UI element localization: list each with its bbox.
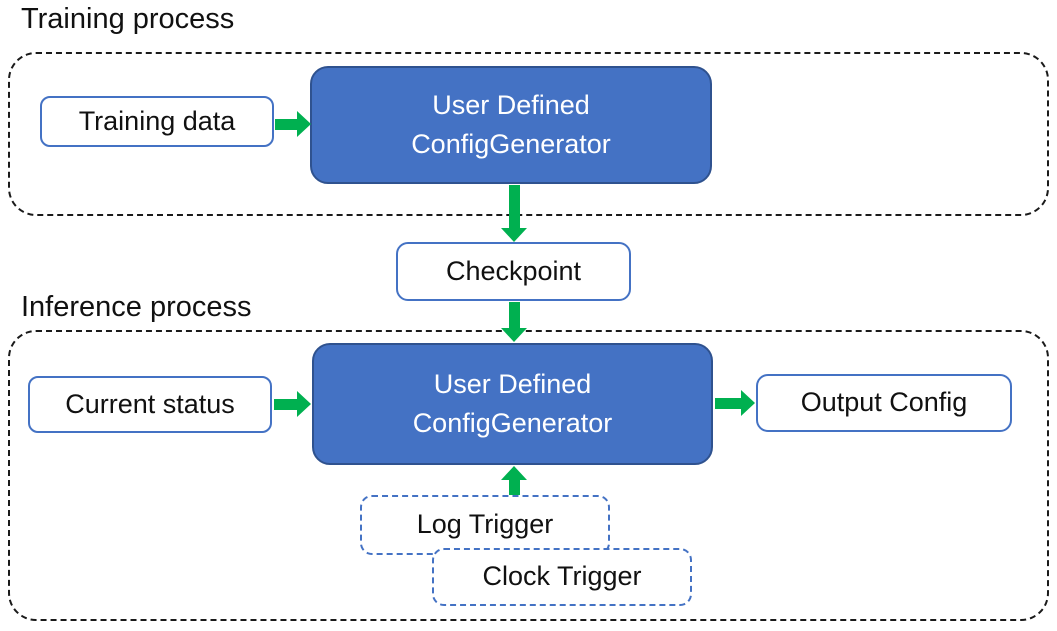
arrow-head-down-icon <box>501 228 527 242</box>
arrow-head-right-icon <box>297 391 311 417</box>
config-generator-inference-line1: User Defined <box>433 368 592 399</box>
inference-process-label: Inference process <box>21 291 252 323</box>
config-generator-node-training: User Defined ConfigGenerator <box>310 66 712 184</box>
config-generator-node-inference: User Defined ConfigGenerator <box>312 343 713 465</box>
arrow-shaft <box>509 479 520 498</box>
current-status-node: Current status <box>28 376 272 433</box>
checkpoint-label: Checkpoint <box>445 255 582 286</box>
training-process-container <box>8 52 1049 216</box>
arrow-head-right-icon <box>297 111 311 137</box>
config-generator-training-line2: ConfigGenerator <box>411 129 611 159</box>
arrow-shaft <box>274 399 298 410</box>
training-data-node: Training data <box>40 96 274 147</box>
log-trigger-node: Log Trigger <box>360 495 610 555</box>
training-data-label: Training data <box>78 105 236 136</box>
arrow-head-up-icon <box>501 466 527 480</box>
output-config-node: Output Config <box>756 374 1012 432</box>
current-status-label: Current status <box>65 388 235 419</box>
arrow-head-right-icon <box>741 390 755 416</box>
arrow-shaft <box>715 398 742 409</box>
config-generator-training-line1: User Defined <box>432 89 590 120</box>
clock-trigger-node: Clock Trigger <box>432 548 692 606</box>
output-config-label: Output Config <box>800 387 968 418</box>
clock-trigger-label: Clock Trigger <box>482 561 642 592</box>
config-generator-inference-line2: ConfigGenerator <box>412 408 613 438</box>
arrow-head-down-icon <box>501 328 527 342</box>
arrow-shaft <box>509 302 520 329</box>
checkpoint-node: Checkpoint <box>396 242 631 301</box>
arrow-shaft <box>275 119 298 130</box>
inference-process-container <box>8 330 1049 621</box>
log-trigger-label: Log Trigger <box>416 509 554 540</box>
arrow-shaft <box>509 185 520 229</box>
training-process-label: Training process <box>21 3 235 35</box>
